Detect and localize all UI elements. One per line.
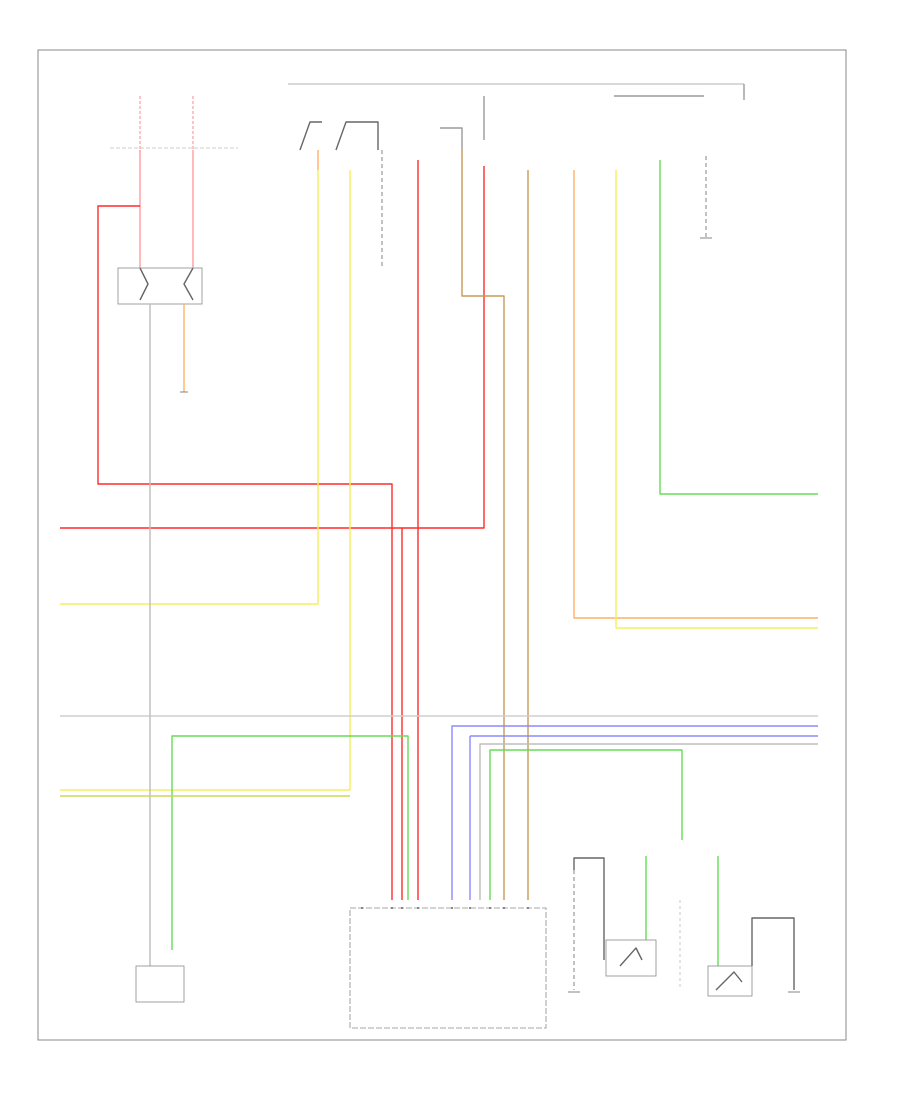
switch-center-contact [619,947,643,967]
relay-contact-a [139,267,149,301]
switch-right-body [707,965,753,997]
fuse-block-top-left [110,96,238,150]
wire-red-horizontal [60,166,485,529]
top-fuse-link-1 [299,121,322,151]
top-fuse-link-2 [335,121,379,151]
module-pin-1 [361,907,363,909]
module-pin-7 [489,907,491,909]
module-pin-9 [527,907,529,909]
relay-left [117,267,203,305]
control-module-body [349,907,547,1029]
wire-yellow-center [60,170,351,791]
relay-contact-b [183,267,194,301]
wire-gray-sensor [573,857,605,960]
wire-relay-right [751,917,795,990]
diagram-frame [37,49,847,1041]
lower-left-device-body [135,965,185,1003]
lower-left-device [135,965,185,1003]
wire-tan-module [461,150,505,900]
wire-green-right [659,160,818,495]
module-pin-4 [417,907,419,909]
wire-yellow-right [615,170,818,629]
relay-body [117,267,203,305]
module-pin-3 [401,907,403,909]
switch-right-contact [715,971,743,991]
switch-right [707,965,753,997]
wire-orange-right [573,170,818,619]
module-pin-6 [469,907,471,909]
module-pin-5 [451,907,453,909]
wire-green-lower-right [489,749,683,900]
wire-blue-right [451,725,818,900]
wire-gray-right-2 [479,743,818,900]
wire-red-relay-loop [97,205,393,900]
wire-green-lower-left [171,735,409,950]
switch-center [605,939,657,977]
top-module-column [299,121,383,266]
wire-yellow-left [60,170,319,605]
module-pin-2 [391,907,393,909]
wire-tan-top-link [440,127,463,150]
switch-center-body [605,939,657,977]
module-pin-8 [503,907,505,909]
control-module [349,907,547,1029]
